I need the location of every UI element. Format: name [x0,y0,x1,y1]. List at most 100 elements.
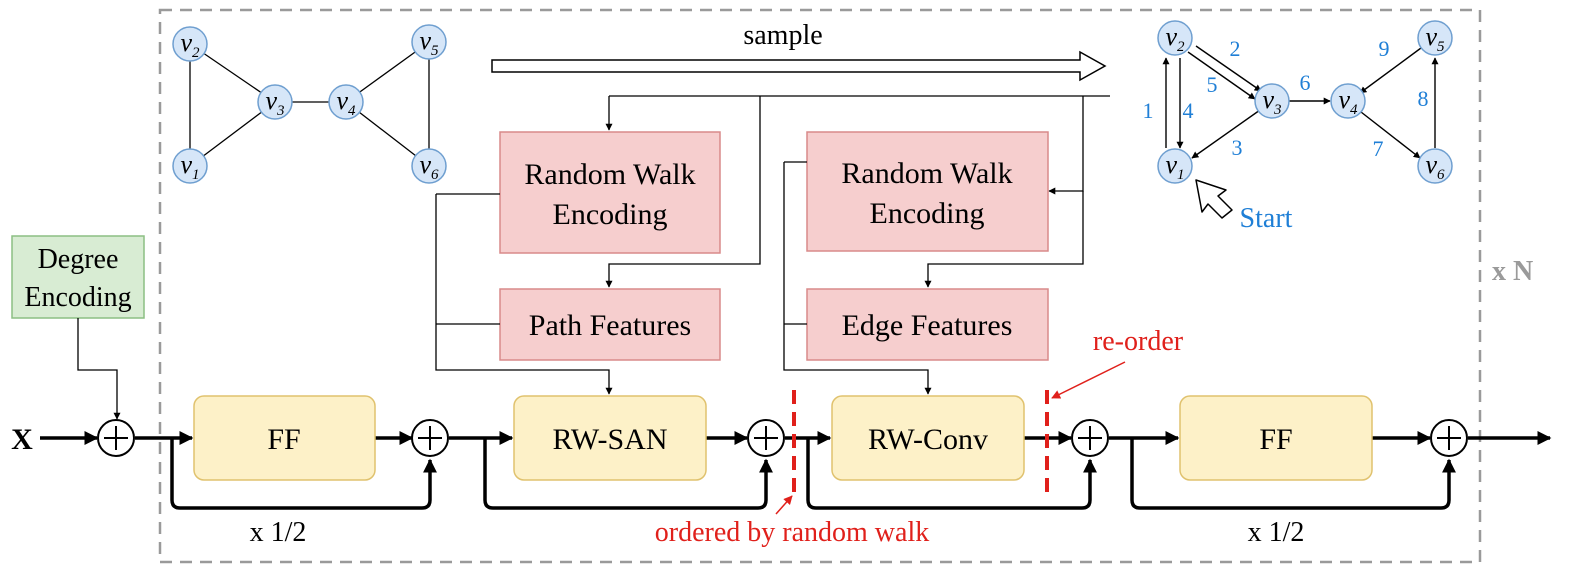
rw-conv-block: RW-Conv [831,395,1025,481]
svg-text:v6: v6 [1425,150,1445,183]
svg-text:v3: v3 [265,86,284,119]
ordered-pointer [775,495,793,515]
rwe-left-line1: Random Walk [524,158,695,191]
right-graph-node-v6: v6 [1417,148,1453,184]
right-graph-node-v3: v3 [1254,83,1290,119]
right-graph-node-v1: v1 [1157,148,1193,184]
node-subscript: 4 [1350,102,1358,118]
degree-encoding-box: Degree Encoding [11,235,145,319]
walk-distribution-lines [605,95,1110,288]
svg-text:v5: v5 [419,26,439,59]
node-subscript: 4 [348,103,356,119]
node-subscript: 3 [1273,102,1282,118]
left-graph-node-v1: v1 [172,148,208,184]
sum-node-plus-icon [411,419,449,457]
left-graph-node-v4: v4 [328,84,364,120]
walk-step-label: 2 [1230,36,1241,61]
node-letter: v [336,86,348,115]
ff-block-2-label: FF [1259,423,1292,456]
node-letter: v [419,150,431,179]
ff-block-1: FF [193,395,376,481]
node-letter: v [1425,150,1437,179]
node-letter: v [1338,85,1350,114]
left-graph-node-v2: v2 [172,26,208,62]
rw-san-label: RW-SAN [552,423,667,456]
walk-step-label: 5 [1207,72,1218,97]
edge-features-box: Edge Features [806,288,1049,361]
node-letter: v [1165,150,1177,179]
node-letter: v [1425,22,1437,51]
residual-connections [170,438,1456,510]
walk-step-label: 8 [1418,86,1429,111]
sample-label: sample [743,20,822,51]
reorder-pointer [1051,361,1126,399]
rwe-left-line2: Encoding [553,198,668,231]
node-subscript: 5 [431,43,439,59]
node-subscript: 3 [276,103,285,119]
node-subscript: 6 [431,167,439,183]
sum-nodes [97,419,1468,457]
node-subscript: 6 [1437,167,1445,183]
edge-features-label: Edge Features [842,309,1013,342]
ff-block-2: FF [1179,395,1373,481]
repeat-block-frame [158,8,1482,564]
random-walk-encoding-right: Random Walk Encoding [806,131,1049,252]
ordered-by-walk-label: ordered by random walk [655,517,929,548]
walk-step-label: 3 [1232,135,1243,160]
sum-node-plus-icon [1071,419,1109,457]
ff-block-1-label: FF [267,423,300,456]
path-features-label: Path Features [529,309,691,342]
right-graph-edges [1162,45,1439,159]
ff-2-scale-label: x 1/2 [1248,517,1305,548]
left-graph-nodes: v2 v3 v4 v5 v1 v6 [172,24,447,184]
degree-encoding-line1: Degree [38,244,119,275]
sum-node-plus-icon [97,419,135,457]
node-letter: v [1262,85,1274,114]
svg-text:v1: v1 [180,150,199,183]
walk-step-labels: 1 2 3 4 5 6 7 8 9 [1143,36,1429,161]
svg-text:v6: v6 [419,150,439,183]
right-graph-node-v2: v2 [1157,20,1193,56]
degree-encoding-line2: Encoding [24,282,131,313]
svg-text:v2: v2 [180,28,200,61]
svg-text:v5: v5 [1425,22,1445,55]
sum-node-plus-icon [1430,419,1468,457]
sample-arrow [491,50,1107,82]
node-subscript: 2 [1177,39,1185,55]
node-subscript: 5 [1437,39,1445,55]
input-x-label: X [11,423,33,456]
node-letter: v [180,28,192,57]
node-letter: v [419,26,431,55]
repeat-label: x N [1492,256,1533,287]
start-label: Start [1240,203,1293,234]
walk-step-label: 6 [1300,70,1311,95]
degree-encoding-arrow [77,318,121,420]
node-subscript: 1 [192,167,200,183]
random-walk-encoding-left: Random Walk Encoding [499,131,721,254]
ff-1-scale-label: x 1/2 [250,517,307,548]
node-subscript: 1 [1177,167,1185,183]
svg-text:v4: v4 [1338,85,1358,118]
sum-node-plus-icon [747,419,785,457]
walk-step-label: 7 [1373,136,1384,161]
reorder-label: re-order [1093,326,1184,357]
svg-text:v1: v1 [1165,150,1184,183]
svg-text:v4: v4 [336,86,356,119]
walk-step-label: 1 [1143,98,1154,123]
walk-step-label: 4 [1183,98,1194,123]
left-graph-node-v5: v5 [411,24,447,60]
left-graph-node-v3: v3 [257,84,293,120]
left-graph-node-v6: v6 [411,148,447,184]
node-subscript: 2 [192,45,200,61]
rw-san-block: RW-SAN [513,395,707,481]
right-graph-nodes: v2 v3 v4 v5 v1 v6 [1157,20,1453,184]
svg-text:v2: v2 [1165,22,1185,55]
node-letter: v [265,86,277,115]
node-letter: v [180,150,192,179]
left-graph-edges [189,41,430,167]
right-graph-node-v4: v4 [1330,83,1366,119]
start-pointer-icon [1195,179,1233,219]
svg-text:v3: v3 [1262,85,1281,118]
feature-connectors [435,161,932,395]
